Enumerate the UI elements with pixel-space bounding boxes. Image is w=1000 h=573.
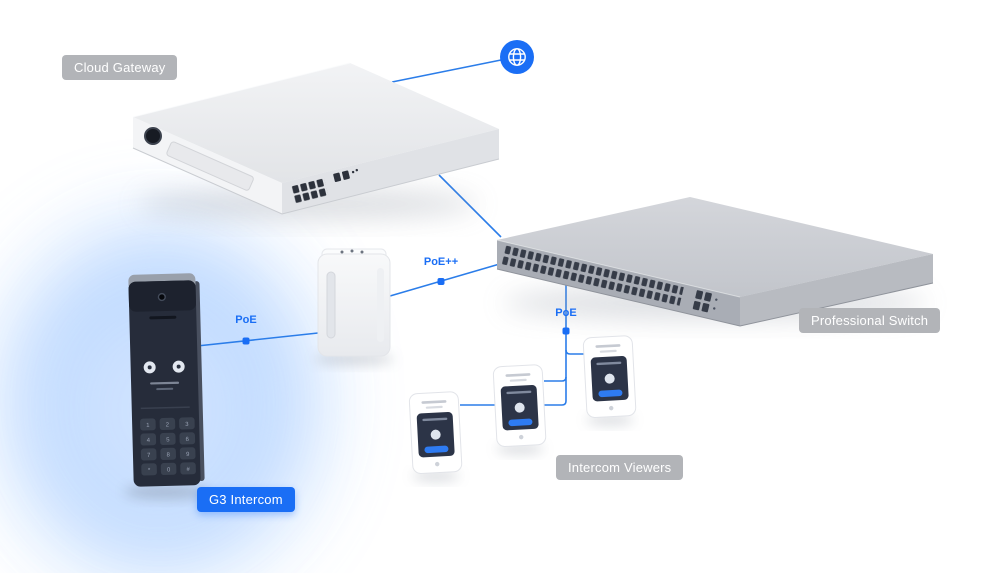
poe-node-adapter-switch (437, 278, 445, 285)
keypad-key-8: 8 (160, 447, 177, 461)
svg-text:7: 7 (147, 453, 151, 459)
adapter-body (317, 253, 391, 357)
intercom-viewer-3 (582, 334, 637, 419)
poe-label-viewers: PoE (555, 307, 577, 319)
intercom-shadow (124, 485, 208, 499)
gateway-back-edge (132, 62, 351, 118)
poe-adapter-device (317, 248, 391, 357)
svg-text:6: 6 (186, 437, 190, 443)
intercom-text-bar (150, 381, 180, 385)
switch-ethernet-ports (500, 244, 685, 308)
svg-text:#: # (186, 467, 190, 473)
wire-switch-viewer1 (460, 285, 567, 406)
professional-switch-label: Professional Switch (799, 308, 941, 333)
wire-gateway-internet (391, 59, 502, 83)
intercom-viewer-1 (408, 390, 463, 475)
svg-text:0: 0 (167, 467, 171, 473)
poe-plus-plus-label: PoE++ (423, 256, 459, 268)
keypad-key-0: 0 (160, 462, 177, 476)
gateway-right-face (282, 129, 499, 214)
adapter-slot (326, 271, 336, 339)
switch-bottom-edge (496, 268, 934, 327)
adapter-terminals (340, 249, 364, 254)
intercom-divider (140, 406, 190, 410)
svg-text:8: 8 (166, 452, 170, 458)
keypad-key-star: * (141, 463, 157, 476)
keypad-key-4: 4 (140, 433, 157, 446)
g3-intercom-label: G3 Intercom (197, 487, 295, 512)
svg-text:2: 2 (166, 422, 170, 428)
keypad-key-3: 3 (179, 417, 195, 430)
intercom-viewers-label: Intercom Viewers (556, 455, 684, 480)
connection-wires (196, 59, 584, 406)
svg-text:3: 3 (185, 422, 189, 428)
gateway-top-face (133, 63, 499, 183)
keypad-key-1: 1 (140, 418, 156, 431)
wire-intercom-adapter (196, 332, 319, 347)
gateway-display (144, 127, 162, 145)
gateway-ethernet-ports (291, 177, 329, 205)
intercom-text-bar (156, 387, 174, 391)
keypad-key-5: 5 (159, 432, 176, 446)
keypad-key-9: 9 (179, 447, 196, 460)
svg-text:4: 4 (147, 438, 151, 444)
gateway-bottom-edge (132, 147, 500, 215)
poe-node-intercom (242, 337, 250, 345)
poe-label-intercom: PoE (235, 314, 257, 326)
intercom-viewer-2 (492, 363, 547, 448)
keypad-key-2: 2 (159, 417, 176, 431)
intercom-camera (157, 292, 166, 302)
intercom-call-icon-dot (147, 365, 152, 370)
wire-switch-viewer3 (565, 349, 584, 355)
switch-right-face (740, 254, 933, 326)
keypad-key-hash: # (180, 462, 196, 475)
switch-top-face (497, 197, 933, 297)
svg-text:*: * (148, 468, 151, 474)
cloud-gateway-device (132, 62, 500, 215)
wire-adapter-switch (389, 262, 504, 297)
poe-node-viewers (562, 327, 570, 335)
switch-front-top-edge (496, 239, 741, 298)
intercom-speaker (149, 315, 177, 320)
connection-nodes (242, 278, 570, 345)
professional-switch-device (496, 197, 934, 327)
intercom-bell-icon-dot (176, 364, 181, 369)
intercom-keypad: 1 2 3 4 5 6 7 8 9 * 0 # (140, 417, 196, 476)
svg-text:5: 5 (166, 437, 170, 443)
cloud-gateway-label: Cloud Gateway (62, 55, 178, 80)
gateway-drive-bay (166, 141, 254, 191)
svg-text:9: 9 (186, 452, 190, 458)
switch-sfp-ports (692, 290, 718, 313)
adapter-edge-highlight (377, 268, 384, 342)
wire-switch-viewer2 (544, 376, 567, 382)
keypad-key-7: 7 (140, 448, 157, 461)
gateway-sfp-ports (333, 168, 358, 183)
keypad-key-6: 6 (179, 432, 196, 445)
g3-intercom-device: 1 2 3 4 5 6 7 8 9 * 0 # (128, 273, 205, 487)
svg-text:1: 1 (146, 423, 150, 429)
internet-globe-icon (500, 40, 534, 74)
